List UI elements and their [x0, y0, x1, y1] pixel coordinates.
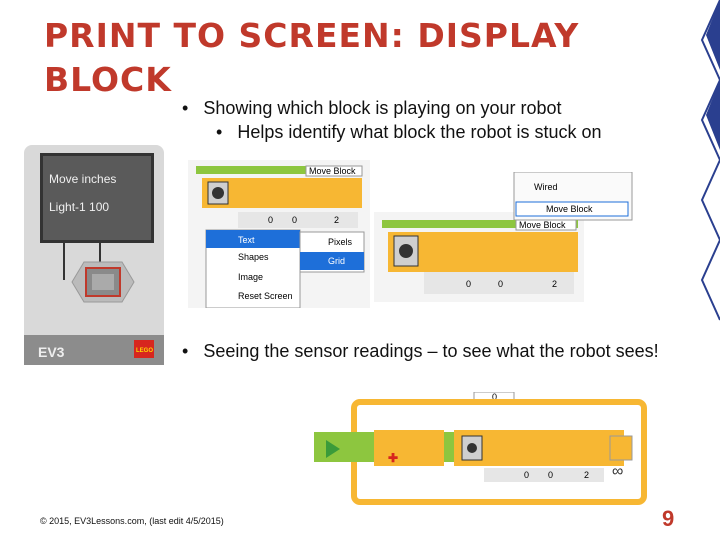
menu2-param-1: 0: [466, 279, 471, 289]
menu1-item-image: Image: [238, 272, 263, 282]
sensor-program-screenshot: 0 ✚ 0 0 2 ∞: [314, 392, 659, 512]
loop-icon: ∞: [612, 463, 623, 480]
ev3-screen: Move inches Light-1 100: [40, 153, 154, 243]
program-param-2: 0: [548, 470, 553, 480]
menu2-param-3: 2: [552, 279, 557, 289]
bullet-2-text: Helps identify what block the robot is s…: [237, 122, 602, 142]
menu1-param-3: 2: [334, 215, 339, 225]
svg-text:✚: ✚: [388, 451, 398, 465]
submenu-item-grid: Grid: [328, 256, 345, 266]
menu1-item-reset-screen: Reset Screen: [238, 291, 293, 301]
wired-input-screenshot: Wired Move Block Move Block 0 0 2: [374, 172, 633, 302]
program-top-value: 0: [492, 392, 497, 402]
decorative-stripe: [696, 0, 720, 540]
bullet-symbol: •: [182, 341, 189, 361]
bullet-1-text: Showing which block is playing on your r…: [203, 98, 562, 118]
ev3-screen-line-2: Light-1 100: [49, 200, 110, 214]
ev3-screen-line-1: Move inches: [49, 172, 117, 186]
start-icon: [326, 440, 340, 458]
bullet-1: • Showing which block is playing on your…: [182, 98, 562, 119]
bullet-2: • Helps identify what block the robot is…: [216, 122, 602, 143]
dropdown-value: Move Block: [546, 204, 593, 214]
lego-logo: LEGO: [136, 348, 153, 354]
menu1-header: Move Block: [309, 166, 356, 176]
menu2-param-2: 0: [498, 279, 503, 289]
menu1-param-1: 0: [268, 215, 273, 225]
bullet-symbol: •: [182, 98, 189, 118]
menu1-item-shapes: Shapes: [238, 252, 269, 262]
slide-title: PRINT TO SCREEN: DISPLAY BLOCK: [44, 16, 580, 99]
ev3-brand-label: EV3: [38, 344, 65, 360]
menu2-header: Move Block: [519, 220, 566, 230]
page-number: 9: [662, 506, 675, 531]
bullet-3-text: Seeing the sensor readings – to see what…: [203, 341, 659, 361]
program-param-1: 0: [524, 470, 529, 480]
submenu-item-pixels: Pixels: [328, 237, 353, 247]
dropdown-label: Wired: [534, 182, 558, 192]
bullet-3: • Seeing the sensor readings – to see wh…: [182, 340, 672, 362]
menu1-item-text: Text: [238, 235, 255, 245]
bullet-symbol: •: [216, 122, 223, 142]
display-menu-screenshot: Move Block 0 0 2 Text Shapes Image Reset…: [188, 160, 370, 308]
menu1-param-2: 0: [292, 215, 297, 225]
footer-copyright: © 2015, EV3Lessons.com, (last edit 4/5/2…: [40, 516, 224, 526]
ev3-buttons: EV3 LEGO: [24, 240, 164, 365]
program-param-3: 2: [584, 470, 589, 480]
